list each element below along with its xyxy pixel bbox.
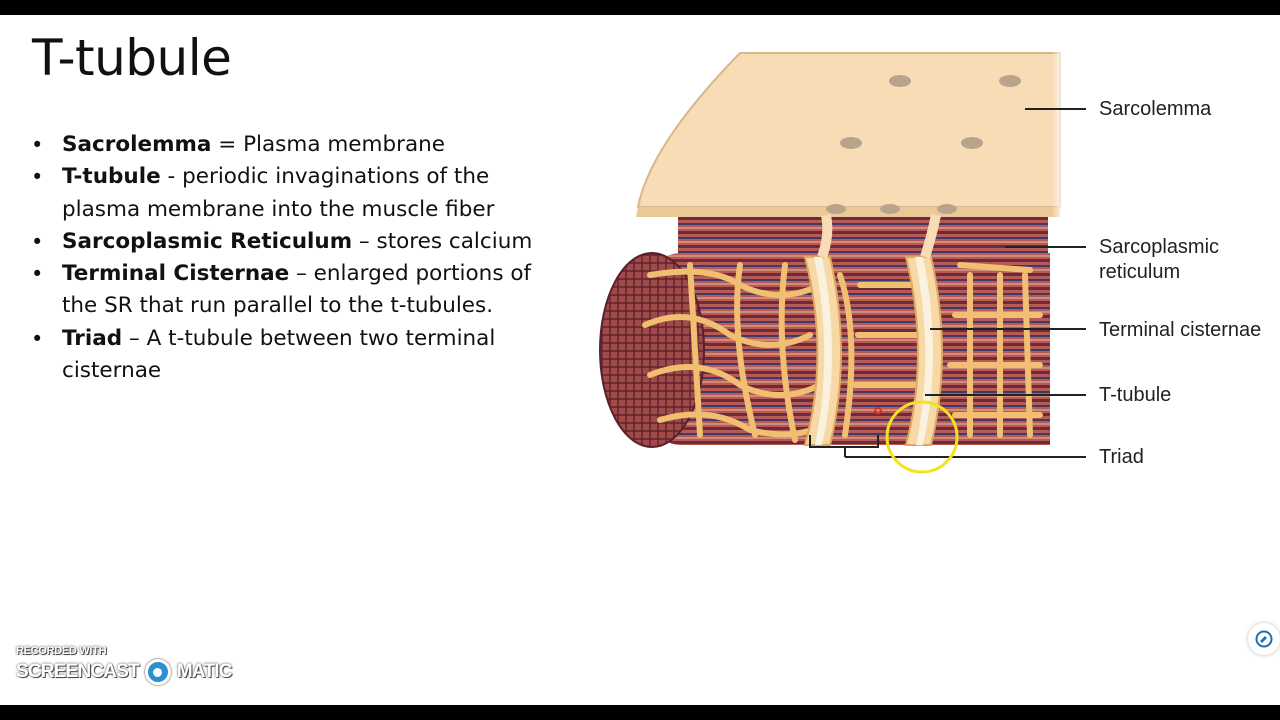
bullet-text: = Plasma membrane [211, 132, 445, 157]
cursor-highlight-ring [885, 400, 959, 474]
bullet-text: - periodic invaginations of the plasma m… [62, 164, 495, 222]
label-sarcoplasmic: Sarcoplasmic [1099, 236, 1220, 258]
bullet-term: Sarcoplasmic Reticulum [62, 228, 353, 254]
bullet-item: Sarcoplasmic Reticulum – stores calcium [30, 226, 570, 259]
bullet-term: T-tubule [62, 164, 161, 190]
label-terminal-cisternae: Terminal cisternae [1099, 319, 1262, 341]
muscle-fiber-diagram: Sarcolemma Sarcoplasmic reticulum Termin… [590, 35, 1280, 495]
top-letterbox [0, 0, 1280, 15]
pen-circle-icon [1255, 630, 1273, 648]
label-t-tubule: T-tubule [1099, 384, 1172, 406]
label-sarcolemma: Sarcolemma [1099, 98, 1212, 120]
bullet-item: Triad – A t-tubule between two terminal … [30, 323, 570, 388]
label-reticulum: reticulum [1099, 261, 1181, 283]
watermark-recorded-with: RECORDED WITH [16, 645, 107, 657]
muscle-fiber-illustration [599, 45, 1086, 474]
bullet-term: Terminal Cisternae [62, 261, 290, 287]
bullet-list: Sacrolemma = Plasma membrane T-tubule - … [30, 129, 570, 387]
watermark-brand: SCREENCAST MATIC [16, 659, 232, 685]
label-triad: Triad [1099, 446, 1144, 468]
screencast-logo-icon [144, 659, 171, 685]
bullet-item: T-tubule - periodic invaginations of the… [30, 161, 570, 226]
annotation-tool-icon[interactable] [1248, 623, 1280, 655]
cursor-dot [874, 407, 882, 415]
presentation-slide: T-tubule Sacrolemma = Plasma membrane T-… [0, 15, 1280, 705]
bullet-term: Triad [62, 325, 123, 351]
bullet-text: – stores calcium [352, 228, 533, 254]
slide-title: T-tubule [32, 29, 232, 87]
bottom-letterbox [0, 705, 1280, 720]
watermark-right-text: MATIC [176, 661, 233, 682]
bullet-item: Terminal Cisternae – enlarged portions o… [30, 258, 570, 323]
bullet-term: Sacrolemma [62, 132, 212, 157]
watermark-left-text: SCREENCAST [16, 661, 140, 682]
bullet-item: Sacrolemma = Plasma membrane [30, 129, 570, 162]
bullet-text: – A t-tubule between two terminal cister… [62, 325, 496, 384]
bullet-text: – enlarged portions of the SR that run p… [62, 261, 532, 319]
screencast-watermark: RECORDED WITH SCREENCAST MATIC [16, 645, 232, 685]
